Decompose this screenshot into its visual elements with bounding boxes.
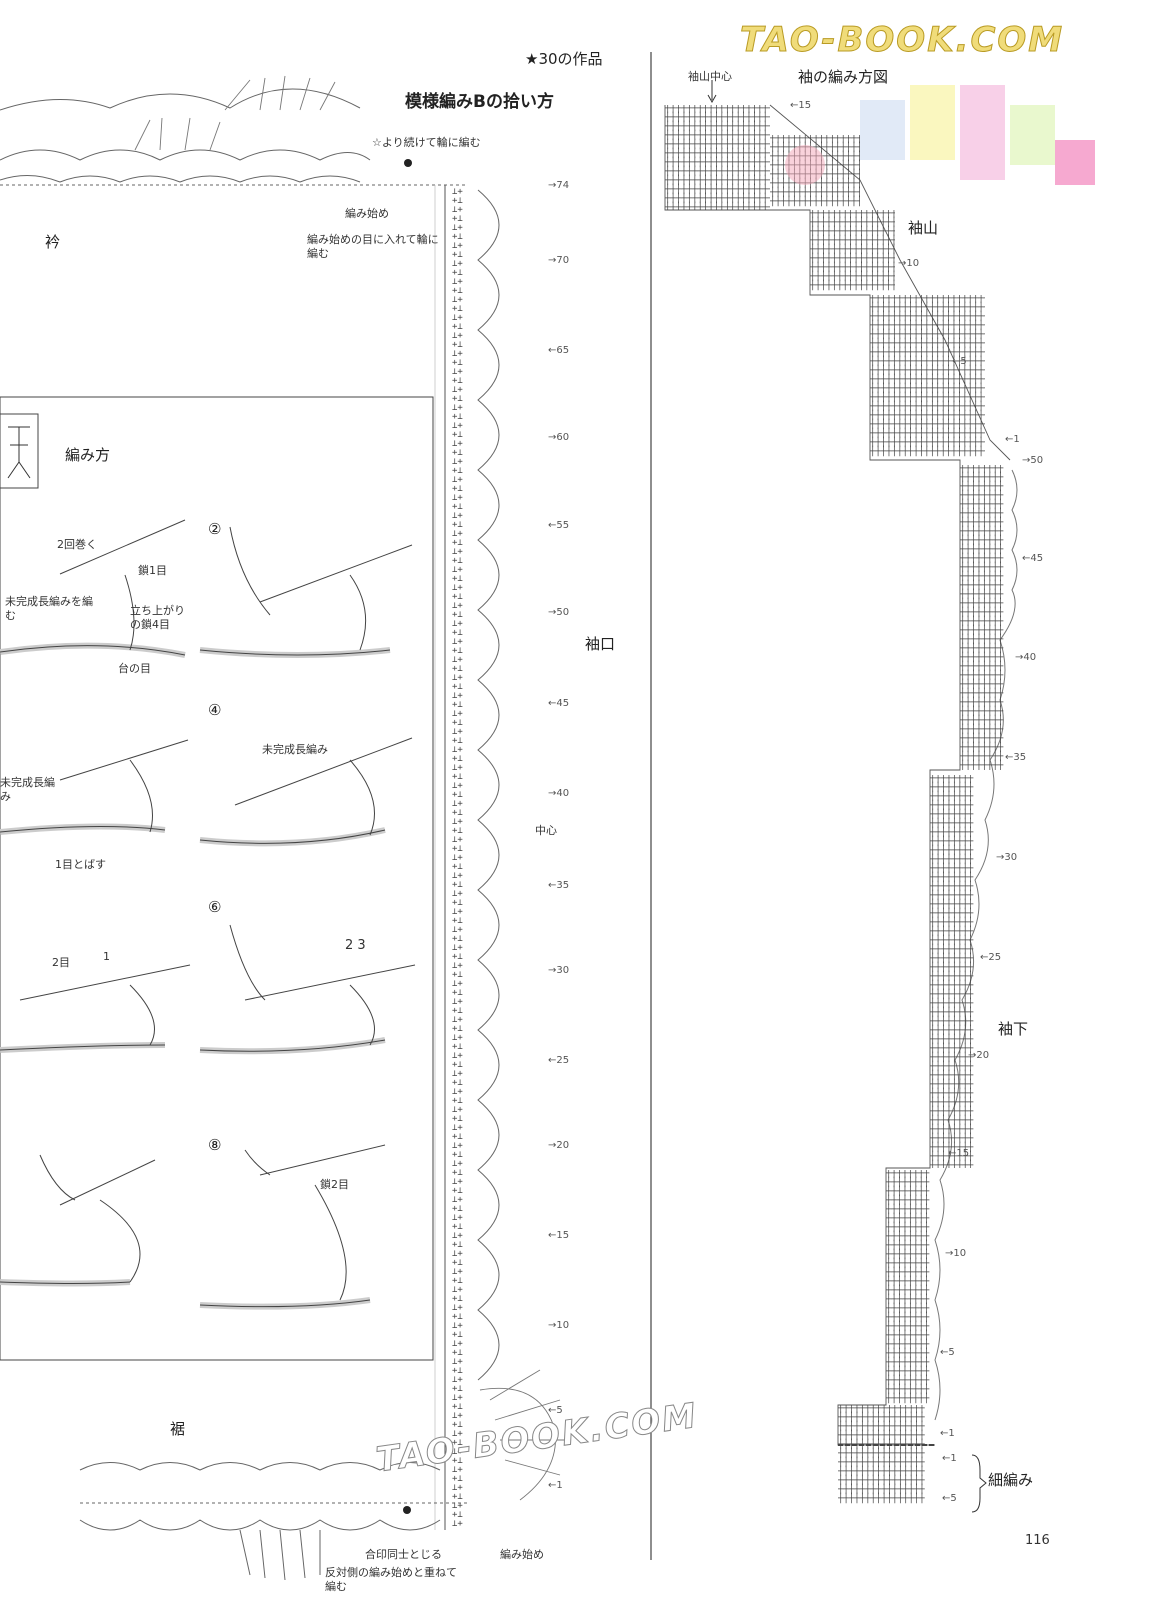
collar-label: 衿 (45, 233, 61, 251)
step1-unfinished-label: 未完成長編みを編む (5, 595, 93, 622)
sleeve-cap-stitches-d: ┼┼┼┼┼┼┼┼┼┼┼┼┼┼┼┼┼┼┼┼┼┼┼ ┼┼┼┼┼┼┼┼┼┼┼┼┼┼┼┼… (870, 295, 985, 457)
sleeve-chart-outline (664, 104, 1011, 1446)
pickup-stitch-column: ⊥+ +⊥ ⊥+ +⊥ ⊥+ +⊥ ⊥+ +⊥ ⊥+ +⊥ ⊥+ +⊥ ⊥+ +… (452, 188, 463, 1528)
sleeve-underarm-stitches-c: ┼┼┼┼┼┼┼┼ ┼┼┼┼┼┼┼┼ ┼┼┼┼┼┼┼┼ ┼┼┼┼┼┼┼┼ ┼┼┼┼… (886, 1170, 930, 1404)
single-crochet-label: 細編み (988, 1471, 1034, 1489)
step5-arrow-label: 1 (103, 950, 110, 963)
step-8-number: ⑧ (208, 1136, 222, 1154)
step-4-number: ④ (208, 701, 222, 719)
hem-scallops (79, 1462, 470, 1581)
step-illustrations (0, 519, 416, 1310)
collar-scallops (0, 88, 465, 186)
sleeve-cap-stitches-a: ┼┼┼┼┼┼┼┼┼┼┼┼┼┼┼┼┼┼┼┼┼┼┼ ┼┼┼┼┼┼┼┼┼┼┼┼┼┼┼┼… (665, 105, 770, 210)
step1-ch1-label: 鎖1目 (138, 564, 167, 577)
center-label: 中心 (535, 824, 557, 837)
sleeve-center-label: 袖山中心 (688, 70, 732, 83)
corner-motif-bottom (479, 1369, 570, 1501)
start-label: 編み始め (345, 207, 389, 220)
sleeve-cap-label: 袖山 (908, 219, 939, 237)
corner-motif-top (134, 75, 336, 151)
watermark-top: TAO-BOOK.COM (739, 20, 1065, 61)
sleeve-chart-title: 袖の編み方図 (798, 68, 889, 86)
step5-second-label: 2目 (52, 956, 70, 969)
hem-label: 裾 (170, 1420, 186, 1438)
step-6-number: ⑥ (208, 898, 222, 916)
step1-base-label: 台の目 (118, 662, 151, 675)
sleeve-underarm-stitches-b: ┼┼┼┼┼┼┼┼ ┼┼┼┼┼┼┼┼ ┼┼┼┼┼┼┼┼ ┼┼┼┼┼┼┼┼ ┼┼┼┼… (930, 775, 974, 1168)
pickup-title: 模様編みBの拾い方 (405, 92, 554, 112)
step3-unfinished-label: 未完成長編み (0, 776, 55, 803)
sleeve-cuff-stitches: ┼┼┼┼┼┼┼┼┼┼┼┼┼┼┼┼ ┼┼┼┼┼┼┼┼┼┼┼┼┼┼┼┼ ┼┼┼┼┼┼… (838, 1405, 925, 1504)
sleeve-edge-scallops (934, 469, 1018, 1421)
join-note: 合印同士とじる (365, 1548, 442, 1561)
cuff-label: 袖口 (585, 635, 616, 653)
sleeve-underarm-stitches-a: ┼┼┼┼┼┼┼┼ ┼┼┼┼┼┼┼┼ ┼┼┼┼┼┼┼┼ ┼┼┼┼┼┼┼┼ ┼┼┼┼… (960, 465, 1004, 770)
step8-ch2-label: 鎖2目 (320, 1178, 349, 1191)
underarm-label: 袖下 (998, 1020, 1029, 1038)
step6-arrows-label: 2 3 (345, 938, 366, 953)
start-ring-note: 編み始めの目に入れて輪に編む (307, 233, 439, 260)
step-2-number: ② (208, 520, 222, 538)
page-number: 116 (1025, 1533, 1050, 1548)
step1-standup-label: 立ち上がりの鎖4目 (130, 604, 185, 631)
step1-wrap-label: 2回巻く (57, 538, 97, 551)
sleeve-cap-stitches-c: ┼┼┼┼┼┼┼┼┼┼┼┼┼┼┼┼┼┼ ┼┼┼┼┼┼┼┼┼┼┼┼┼┼┼┼┼┼ ┼┼… (810, 210, 895, 291)
watermark-cubes (785, 70, 1100, 210)
collar-continue-note: ☆より続けて輪に編む (372, 136, 481, 149)
howto-title: 編み方 (65, 446, 111, 464)
step4-unfinished-label: 未完成長編み (262, 743, 328, 756)
work-reference: ★30の作品 (525, 50, 603, 68)
cuff-scallops (477, 189, 500, 1381)
howto-box (0, 396, 434, 1361)
step3-skip-label: 1目とばす (55, 858, 106, 871)
opposite-note: 反対側の編み始めと重ねて編む (325, 1566, 457, 1593)
hem-start-label: 編み始め (500, 1548, 544, 1561)
